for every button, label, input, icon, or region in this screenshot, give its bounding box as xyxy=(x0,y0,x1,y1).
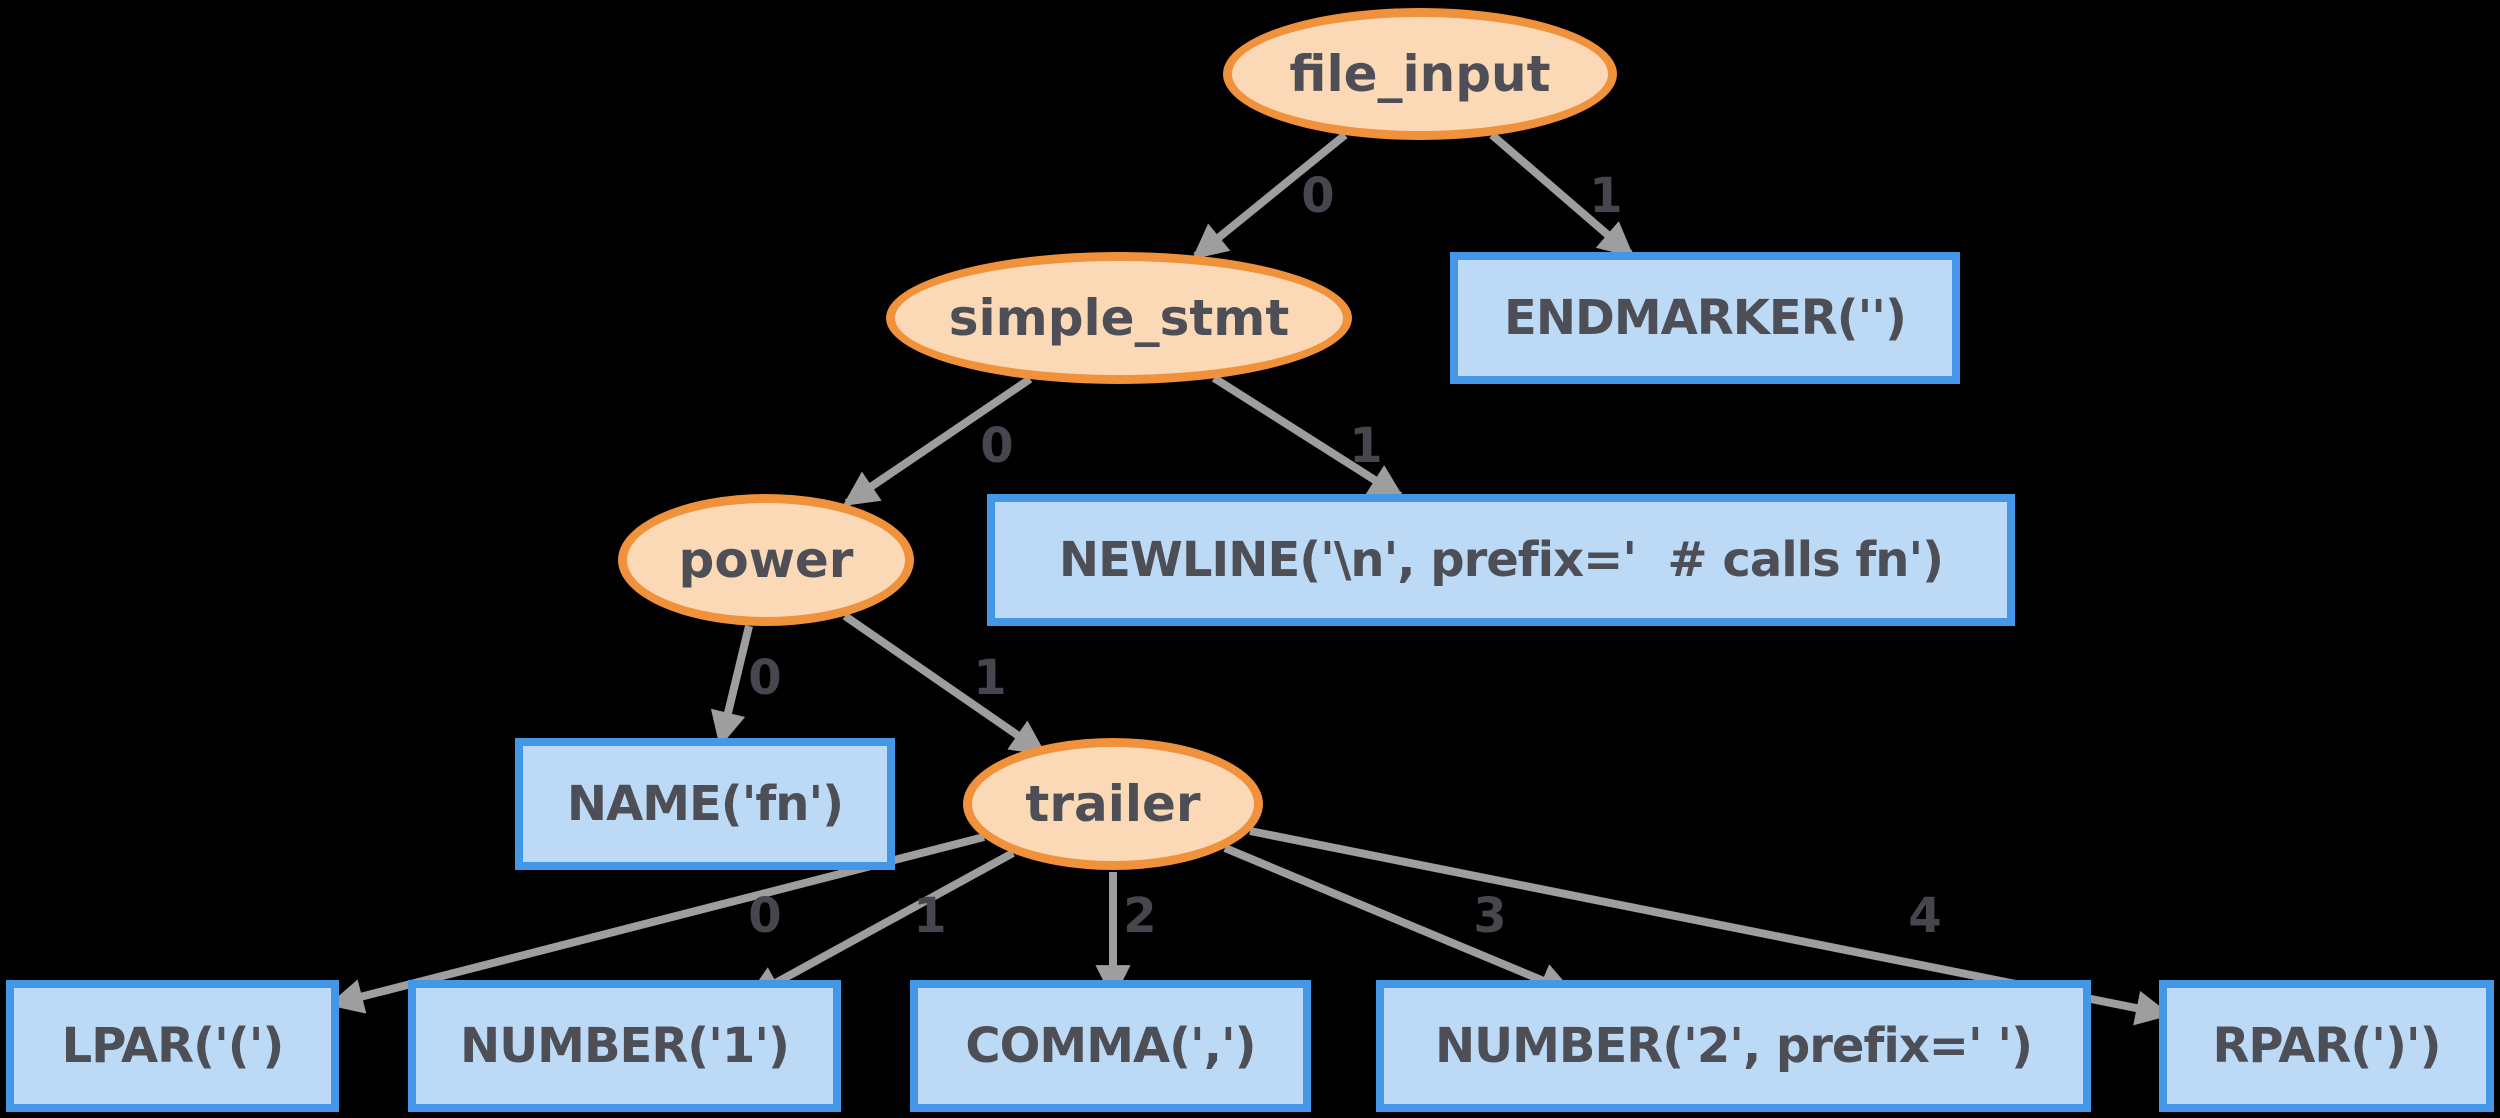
edge-simple-stmt-newline xyxy=(1211,374,1405,500)
edge-label-trailer-number-1: 1 xyxy=(913,888,947,944)
edge-label-file-input-endmarker: 1 xyxy=(1589,168,1623,224)
node-simple-stmt: simple_stmt xyxy=(886,252,1352,384)
edge-label-simple-stmt-power: 0 xyxy=(980,418,1014,474)
node-rpar-label: RPAR(')') xyxy=(2212,1018,2441,1074)
node-number-1-label: NUMBER('1') xyxy=(460,1018,790,1074)
node-comma-label: COMMA(',') xyxy=(965,1018,1256,1074)
edge-simple-stmt-power xyxy=(842,375,1033,507)
node-newline: NEWLINE('\n', prefix=' # calls fn') xyxy=(987,494,2015,626)
edge-label-trailer-number-2: 3 xyxy=(1473,888,1507,944)
node-trailer: trailer xyxy=(963,738,1263,870)
node-power: power xyxy=(618,494,914,626)
node-rpar: RPAR(')') xyxy=(2159,980,2494,1112)
node-name-fn: NAME('fn') xyxy=(515,738,895,870)
edge-trailer-number-1 xyxy=(745,849,1015,1001)
node-lpar-label: LPAR('(') xyxy=(61,1018,285,1074)
edge-power-name-fn xyxy=(710,625,753,748)
node-trailer-label: trailer xyxy=(1025,775,1201,833)
edge-trailer-number-2 xyxy=(1223,844,1575,997)
node-number-2-label: NUMBER('2', prefix=' ') xyxy=(1434,1018,2033,1074)
edge-power-trailer xyxy=(842,612,1047,756)
node-endmarker-label: ENDMARKER('') xyxy=(1504,290,1907,346)
node-comma: COMMA(',') xyxy=(910,980,1311,1112)
node-file-input: file_input xyxy=(1223,8,1617,140)
edge-label-trailer-lpar: 0 xyxy=(748,888,782,944)
edge-label-power-name-fn: 0 xyxy=(748,650,782,706)
edge-file-input-endmarker xyxy=(1489,131,1634,258)
edge-label-file-input-simple-stmt: 0 xyxy=(1301,168,1335,224)
node-number-1: NUMBER('1') xyxy=(408,980,841,1112)
node-number-2: NUMBER('2', prefix=' ') xyxy=(1376,980,2091,1112)
node-endmarker: ENDMARKER('') xyxy=(1450,252,1960,384)
node-file-input-label: file_input xyxy=(1289,45,1551,103)
edge-file-input-simple-stmt xyxy=(1191,131,1348,260)
node-newline-label: NEWLINE('\n', prefix=' # calls fn') xyxy=(1058,532,1944,588)
node-power-label: power xyxy=(678,531,854,589)
edge-label-trailer-rpar: 4 xyxy=(1908,888,1942,944)
node-lpar: LPAR('(') xyxy=(6,980,339,1112)
edge-label-power-trailer: 1 xyxy=(973,650,1007,706)
node-simple-stmt-label: simple_stmt xyxy=(948,289,1290,347)
edge-label-simple-stmt-newline: 1 xyxy=(1349,418,1383,474)
node-name-fn-label: NAME('fn') xyxy=(566,776,844,832)
edge-label-trailer-comma: 2 xyxy=(1123,888,1157,944)
